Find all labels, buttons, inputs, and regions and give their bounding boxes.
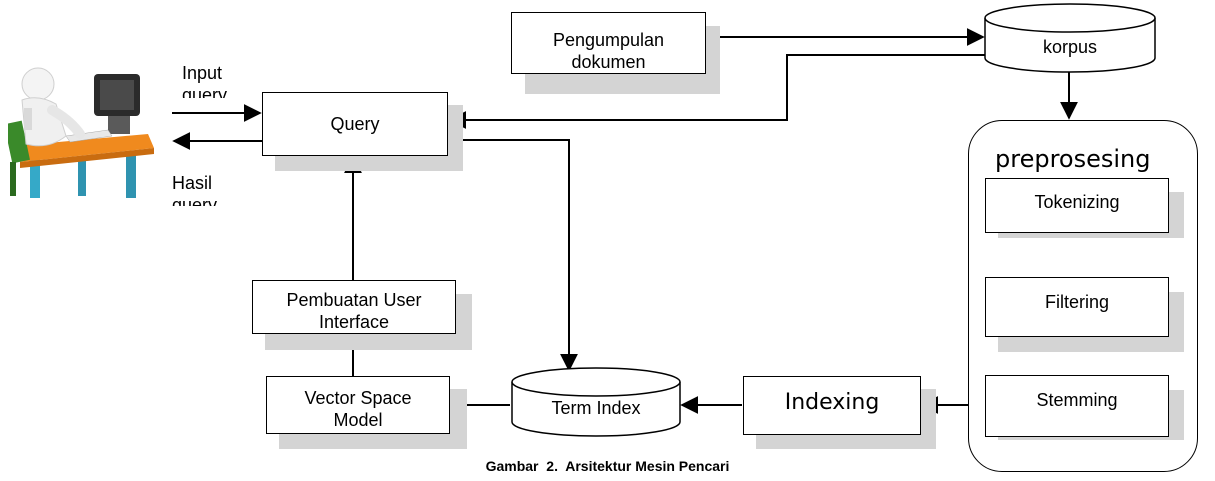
hasil-query-label: Hasil query — [172, 173, 218, 206]
indexing-label: Indexing — [784, 390, 880, 415]
term-index-cylinder — [511, 367, 681, 437]
pembuatan-user-interface-label: Pembuatan User Interface — [286, 290, 422, 332]
stemming-box: Stemming — [985, 375, 1169, 437]
tokenizing-label: Tokenizing — [1034, 192, 1120, 212]
pembuatan-user-interface-box: Pembuatan User Interface — [252, 280, 456, 334]
filtering-label: Filtering — [1044, 292, 1110, 312]
query-label: Query — [330, 114, 380, 134]
indexing-box: Indexing — [743, 376, 921, 435]
korpus-cylinder — [984, 3, 1156, 73]
vector-space-model-label: Vector Space Model — [304, 388, 412, 430]
filtering-box: Filtering — [985, 277, 1169, 337]
tokenizing-box: Tokenizing — [985, 178, 1169, 233]
figure-caption: Gambar 2. Arsitektur Mesin Pencari — [485, 458, 730, 474]
vector-space-model-box: Vector Space Model — [266, 376, 450, 434]
user-at-computer-illustration — [8, 67, 154, 198]
preprosesing-title: preprosesing — [995, 145, 1151, 173]
korpus-label: korpus — [1042, 37, 1098, 57]
stemming-label: Stemming — [1036, 390, 1118, 410]
pengumpulan-dokumen-label: Pengumpulan dokumen — [552, 30, 665, 72]
term-index-label: Term Index — [551, 398, 641, 418]
input-query-label: Input query — [182, 63, 228, 98]
pengumpulan-dokumen-box: Pengumpulan dokumen — [511, 12, 706, 74]
query-box: Query — [262, 92, 448, 156]
